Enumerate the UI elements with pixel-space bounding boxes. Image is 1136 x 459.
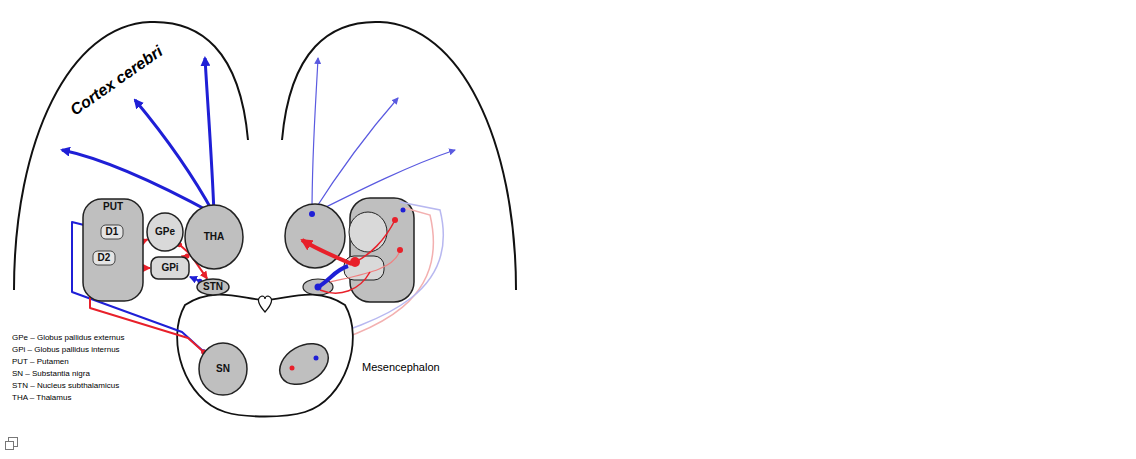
node-label: D1 — [106, 226, 119, 238]
nucleus-subthalamicus: STN — [196, 278, 230, 296]
pallidus-shape — [344, 256, 384, 280]
pathway — [302, 240, 352, 264]
node-label: STN — [203, 281, 223, 293]
receptor-region: D1 — [100, 224, 124, 240]
legend-text: THA – Thalamus — [12, 392, 71, 403]
substantia-nigra: SN — [198, 342, 248, 396]
putamen-shape — [350, 198, 414, 302]
mesencephalon-outline — [177, 295, 353, 417]
legend-text: STN – Nucleus subthalamicus — [12, 380, 119, 391]
legend-text: PUT – Putamen — [12, 356, 69, 367]
legend-text: GPe – Globus pallidus externus — [12, 332, 125, 343]
region-label: Cortex cerebri — [66, 41, 166, 119]
node-label: D2 — [98, 252, 111, 264]
node-label: PUT — [103, 201, 123, 213]
putamen: PUT D1D2 — [82, 198, 144, 302]
substantia-nigra-shape — [272, 335, 335, 392]
node-outline — [82, 198, 144, 302]
node-label: GPe — [155, 226, 175, 238]
pallidus-shape — [349, 212, 387, 252]
enlarge-icon — [6, 438, 18, 450]
node-label: SN — [216, 363, 230, 375]
globus-pallidus-internus: GPi — [150, 256, 190, 280]
region-label: Mesencephalon — [362, 360, 440, 374]
globus-pallidus-externus: GPe — [146, 212, 184, 252]
node-label: GPi — [161, 262, 178, 274]
aqueduct — [258, 296, 271, 312]
thalamus: THA — [184, 204, 244, 270]
thalamocortical-projection — [312, 58, 455, 214]
pathway — [320, 272, 370, 293]
receptor-region: D2 — [92, 250, 116, 266]
cortex-outline — [282, 22, 516, 290]
pathway — [318, 266, 348, 287]
thalamocortical-projection — [62, 58, 214, 214]
node-label: THA — [204, 231, 225, 243]
legend-text: GPi – Globus pallidus internus — [12, 344, 120, 355]
legend-text: SN – Substantia nigra — [12, 368, 90, 379]
pathway — [355, 220, 395, 262]
pathway — [330, 250, 400, 282]
